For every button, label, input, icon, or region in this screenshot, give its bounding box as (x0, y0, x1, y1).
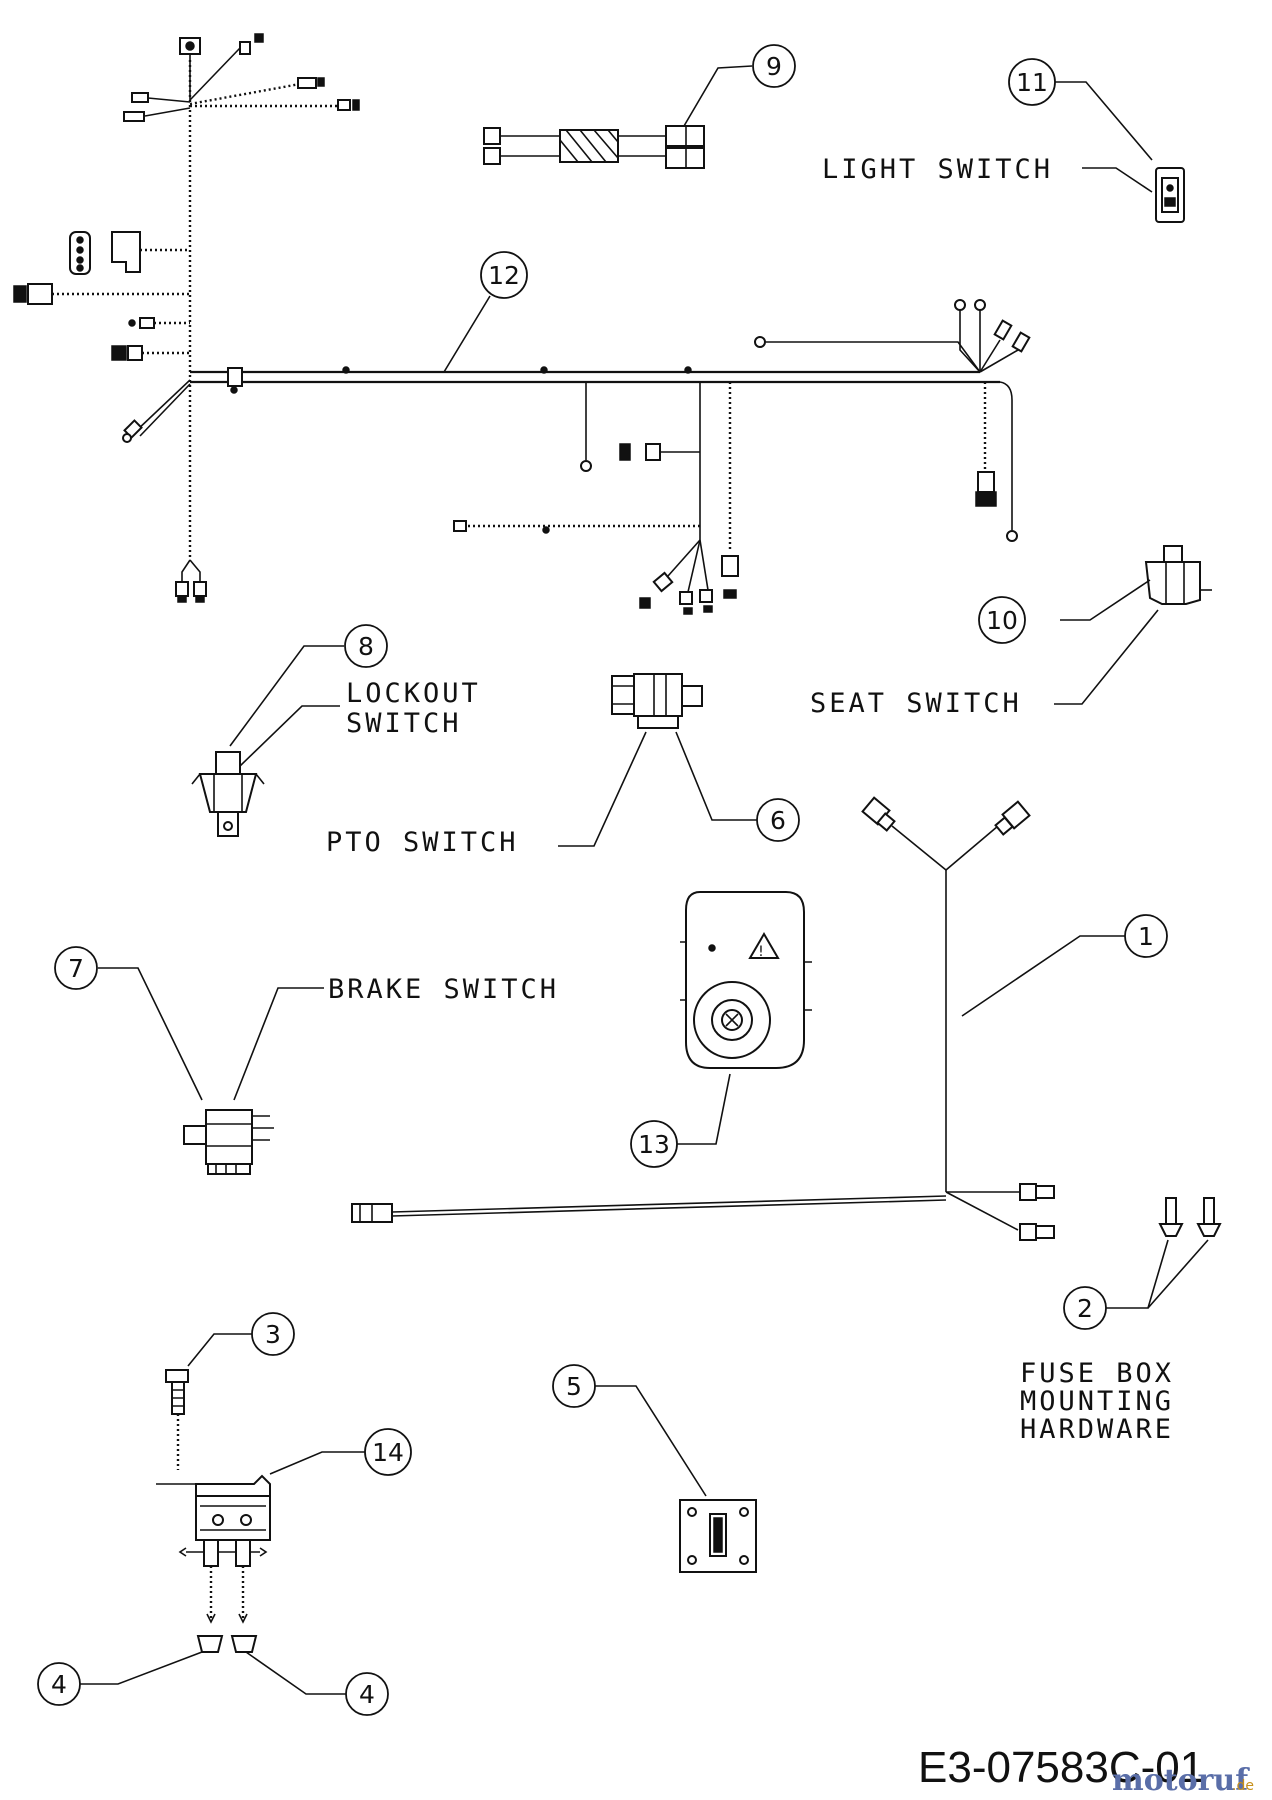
callout-1-number: 1 (1138, 922, 1154, 951)
relay-plate (594, 1385, 757, 1573)
callout-11-number: 11 (1016, 68, 1048, 97)
brake-switch-label: BRAKE SWITCH (328, 974, 559, 1005)
fuse-box-assembly (80, 1333, 366, 1695)
fuse-box-label-line-2: MOUNTING (1020, 1386, 1174, 1417)
lockout-switch-label-line-2: SWITCH (346, 708, 462, 739)
callout-4-right-number: 4 (359, 1680, 375, 1709)
callout-1: 1 (1124, 914, 1168, 958)
lockout-switch-label-line-1: LOCKOUT (346, 678, 481, 709)
callout-9-number: 9 (766, 52, 782, 81)
callout-9: 9 (752, 44, 796, 88)
fuse-box-mounting-hardware (1106, 1197, 1222, 1309)
fuse-box-label-line-3: HARDWARE (1020, 1414, 1174, 1445)
lockout-switch (191, 645, 344, 837)
callout-12-number: 12 (488, 261, 520, 290)
callout-5-number: 5 (566, 1372, 582, 1401)
callout-13: 13 (630, 1120, 678, 1168)
callout-4-left: 4 (37, 1662, 81, 1706)
callout-10: 10 (978, 596, 1026, 644)
brake-switch (98, 967, 324, 1175)
callout-13-number: 13 (638, 1130, 670, 1159)
seat-switch (1054, 545, 1212, 705)
callout-2-number: 2 (1077, 1294, 1093, 1323)
pto-switch (558, 673, 758, 847)
callout-8: 8 (344, 624, 388, 668)
pto-switch-label: PTO SWITCH (326, 827, 519, 858)
callout-6: 6 (756, 798, 800, 842)
seat-switch-label: SEAT SWITCH (810, 688, 1022, 719)
callout-14-number: 14 (372, 1438, 404, 1467)
callout-4-right: 4 (345, 1672, 389, 1716)
callout-2: 2 (1063, 1286, 1107, 1330)
wire-harness (351, 796, 1126, 1241)
callout-12: 12 (480, 251, 528, 299)
callout-5: 5 (552, 1364, 596, 1408)
callout-14: 14 (364, 1428, 412, 1476)
main-wiring-harness (13, 33, 1031, 615)
callout-6-number: 6 (770, 806, 786, 835)
callout-3: 3 (251, 1312, 295, 1356)
svg-text:!: ! (757, 944, 765, 960)
jumper-harness (483, 65, 753, 169)
callout-11: 11 (1008, 58, 1056, 106)
fuse-box-label-line-1: FUSE BOX (1020, 1358, 1174, 1389)
ignition-switch: ! (676, 891, 812, 1145)
callout-4-left-number: 4 (51, 1670, 67, 1699)
watermark-tld: .de (1232, 1778, 1254, 1794)
light-switch (1055, 81, 1185, 223)
callout-7-number: 7 (68, 954, 84, 983)
light-switch-label: LIGHT SWITCH (822, 154, 1053, 185)
callout-10-number: 10 (986, 606, 1018, 635)
callout-3-number: 3 (265, 1320, 281, 1349)
callout-7: 7 (54, 946, 98, 990)
watermark-brand: motoruf (1112, 1763, 1250, 1798)
drawing-code: E3-07583C-01 (918, 1743, 1204, 1792)
callout-8-number: 8 (358, 632, 374, 661)
